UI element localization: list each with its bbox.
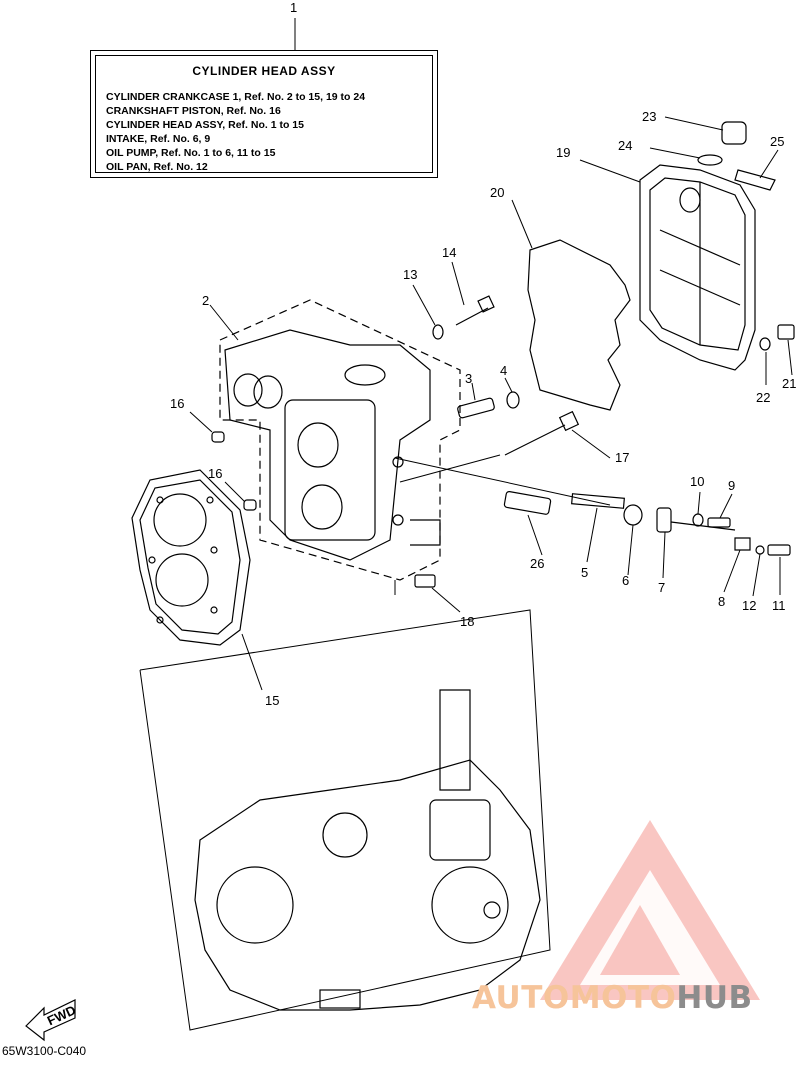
callout-10: 10 [690, 474, 704, 489]
leader-lines [189, 116, 793, 691]
callout-8: 8 [718, 594, 725, 609]
watermark-text: AUTOMOTOHUB [472, 980, 753, 1016]
legend-lines: CYLINDER CRANKCASE 1, Ref. No. 2 to 15, … [106, 90, 365, 174]
callout-26: 26 [530, 556, 544, 571]
callout-13: 13 [403, 267, 417, 282]
watermark-part2: HUB [676, 980, 753, 1016]
legend-box: CYLINDER HEAD ASSY CYLINDER CRANKCASE 1,… [90, 50, 438, 178]
legend-title: CYLINDER HEAD ASSY [192, 64, 336, 78]
watermark-part1: AUTOMOTO [472, 980, 677, 1016]
callout-1: 1 [290, 0, 297, 15]
callout-7: 7 [658, 580, 665, 595]
oil-pan-cover [639, 164, 756, 371]
cover-gasket [527, 239, 631, 411]
small-parts [211, 121, 795, 588]
callout-17: 17 [615, 450, 629, 465]
callout-2: 2 [202, 293, 209, 308]
callout-15: 15 [265, 693, 279, 708]
callout-5: 5 [581, 565, 588, 580]
callout-16b: 16 [208, 466, 222, 481]
callout-9: 9 [728, 478, 735, 493]
legend-line: CRANKSHAFT PISTON, Ref. No. 16 [106, 105, 281, 117]
head-gasket [131, 469, 251, 646]
callout-11: 11 [772, 598, 786, 613]
legend-line: INTAKE, Ref. No. 6, 9 [106, 133, 211, 145]
legend-line: CYLINDER HEAD ASSY, Ref. No. 1 to 15 [106, 119, 304, 131]
legend-line: OIL PUMP, Ref. No. 1 to 6, 11 to 15 [106, 147, 276, 159]
callout-19: 19 [556, 145, 570, 160]
callout-20: 20 [490, 185, 504, 200]
callout-24: 24 [618, 138, 632, 153]
callout-25: 25 [770, 134, 784, 149]
cylinder-head-assembly [219, 299, 461, 581]
callout-6: 6 [622, 573, 629, 588]
callout-numbers: 1 2 3 4 5 6 7 8 9 10 11 12 13 14 15 16 1… [170, 0, 796, 708]
legend-line: OIL PAN, Ref. No. 12 [106, 161, 208, 173]
callout-16a: 16 [170, 396, 184, 411]
fwd-arrow: FWD [25, 999, 78, 1042]
callout-12: 12 [742, 598, 756, 613]
callout-18: 18 [460, 614, 474, 629]
crankcase-block [139, 609, 551, 1031]
legend-line: CYLINDER CRANKCASE 1, Ref. No. 2 to 15, … [106, 91, 366, 103]
callout-21: 21 [782, 376, 796, 391]
callout-4: 4 [500, 363, 507, 378]
watermark-logo [540, 820, 760, 1000]
diagram-code: 65W3100-C040 [2, 1044, 87, 1058]
legend-inner-frame: CYLINDER HEAD ASSY CYLINDER CRANKCASE 1,… [95, 55, 433, 173]
callout-23: 23 [642, 109, 656, 124]
callout-22: 22 [756, 390, 770, 405]
callout-3: 3 [465, 371, 472, 386]
callout-14: 14 [442, 245, 456, 260]
